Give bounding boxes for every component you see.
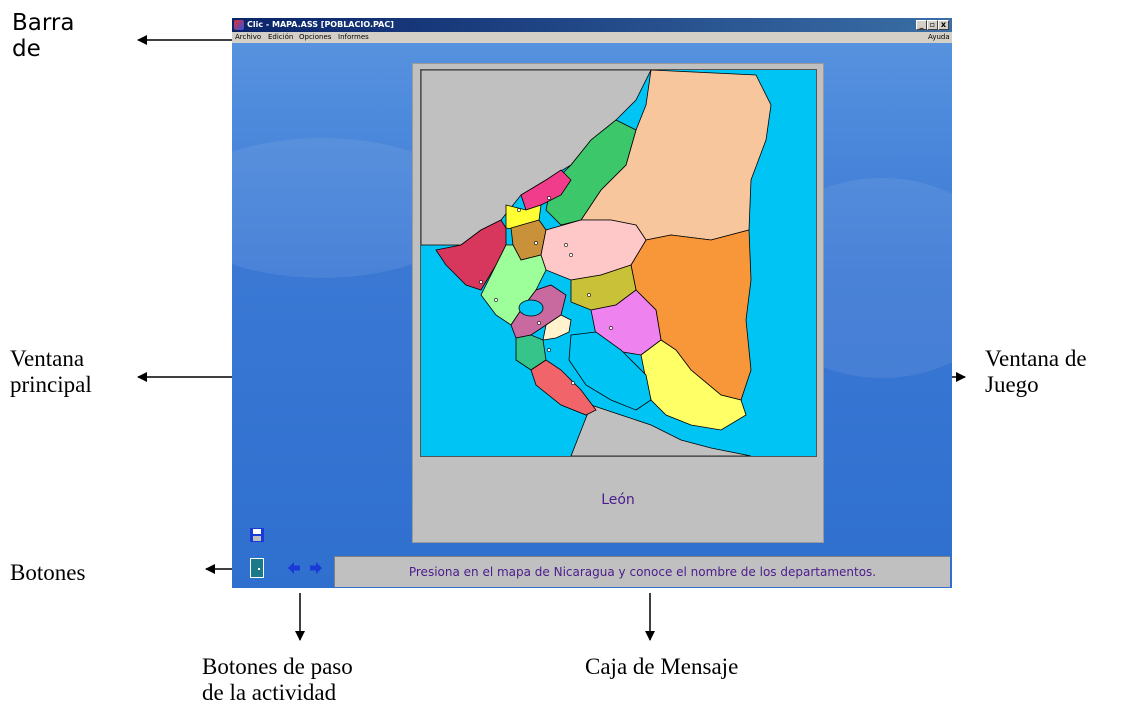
map-costa-rica <box>570 404 752 456</box>
minimize-button[interactable]: _ <box>916 20 927 30</box>
annotation-buttons: Botones <box>10 560 86 585</box>
annotation-step-buttons-line2: de la actividad <box>202 680 337 705</box>
menu-bar: Archivo Edición Opciones Informes Ayuda <box>232 32 952 43</box>
map-graphic <box>421 70 772 456</box>
annotation-message-box: Caja de Mensaje <box>585 654 739 679</box>
selected-place-label: León <box>601 492 635 508</box>
map-rivas <box>530 359 597 416</box>
menu-ayuda[interactable]: Ayuda <box>928 33 950 41</box>
close-button[interactable]: x <box>938 20 949 30</box>
nicaragua-map[interactable] <box>420 69 817 457</box>
maximize-button[interactable]: ▫ <box>927 20 938 30</box>
annotation-game-window-line2: Juego <box>985 372 1039 397</box>
menu-edicion[interactable]: Edición <box>268 33 294 41</box>
arrow-left-icon[interactable] <box>288 562 300 574</box>
annotation-main-window-line2: principal <box>10 372 92 397</box>
map-leon <box>480 244 547 326</box>
annotation-title-bar-line2: de <box>12 36 41 62</box>
annotation-game-window: Ventana de Juego <box>985 346 1087 398</box>
annotation-main-window: Ventana principal <box>10 346 92 398</box>
menu-archivo[interactable]: Archivo <box>235 33 262 41</box>
map-masaya <box>542 314 572 341</box>
annotation-step-buttons-line1: Botones de paso <box>202 654 353 679</box>
door-icon[interactable] <box>250 558 264 578</box>
annotation-main-window-line1: Ventana <box>10 346 85 371</box>
annotation-step-buttons: Botones de paso de la actividad <box>202 654 353 706</box>
annotation-title-bar-line1: Barra <box>12 10 75 36</box>
app-window: Clic - MAPA.ASS [POBLACIO.PAC] _ ▫ x Arc… <box>232 18 952 588</box>
window-title: Clic - MAPA.ASS [POBLACIO.PAC] <box>247 20 394 29</box>
floppy-disk-icon[interactable] <box>250 528 264 542</box>
title-bar[interactable]: Clic - MAPA.ASS [POBLACIO.PAC] _ ▫ x <box>232 18 952 32</box>
annotation-title-bar: Barra de <box>12 10 74 62</box>
map-lake-managua <box>518 299 544 317</box>
map-matagalpa <box>540 219 647 281</box>
app-icon <box>234 20 244 30</box>
menu-opciones[interactable]: Opciones <box>299 33 332 41</box>
map-lake-nicaragua <box>568 331 652 411</box>
menu-informes[interactable]: Informes <box>338 33 369 41</box>
arrow-right-icon[interactable] <box>310 562 322 574</box>
map-city-dots <box>479 196 613 385</box>
game-window: León <box>412 63 824 543</box>
annotation-game-window-line1: Ventana de <box>985 346 1087 371</box>
message-box: Presiona en el mapa de Nicaragua y conoc… <box>334 556 950 587</box>
